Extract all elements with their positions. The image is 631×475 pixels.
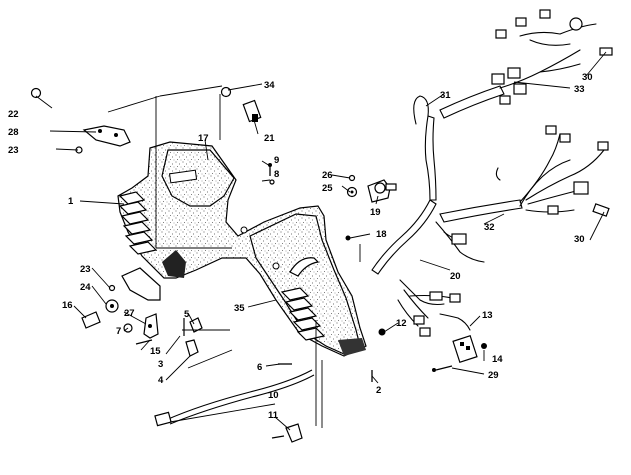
right-vent-louvers <box>280 287 326 341</box>
callout-6: 6 <box>257 362 262 373</box>
callout-30-upper: 30 <box>582 72 593 83</box>
callout-35: 35 <box>234 303 245 314</box>
callout-3: 3 <box>158 359 163 370</box>
callout-19: 19 <box>370 207 381 218</box>
callout-26: 26 <box>322 170 333 181</box>
callout-11: 11 <box>268 410 279 421</box>
left-vent-louvers <box>118 191 158 255</box>
callout-30-lower: 30 <box>574 234 585 245</box>
lower-cable <box>154 235 386 443</box>
callout-5: 5 <box>184 309 190 320</box>
callout-16: 16 <box>62 300 73 311</box>
screw-8-9 <box>268 163 275 185</box>
callout-20: 20 <box>450 271 461 282</box>
callout-33: 33 <box>574 84 585 95</box>
reference-lines <box>107 85 361 428</box>
callout-25: 25 <box>322 183 333 194</box>
callout-4: 4 <box>158 375 164 386</box>
callout-13: 13 <box>482 310 493 321</box>
console-housing <box>117 141 367 357</box>
callout-23-lower: 23 <box>80 264 91 275</box>
lower-left-parts <box>81 267 161 345</box>
callout-32: 32 <box>484 222 495 233</box>
callout-labels: 1 2 3 4 5 6 7 8 9 10 11 12 13 14 15 16 1… <box>8 72 593 421</box>
callout-15: 15 <box>150 346 161 357</box>
callout-27: 27 <box>124 308 135 319</box>
callout-21: 21 <box>264 133 275 144</box>
callout-leaders <box>35 51 607 431</box>
callout-10: 10 <box>268 390 279 401</box>
wiring-harness <box>371 9 613 372</box>
key-switch-19 <box>346 174 397 203</box>
callout-24: 24 <box>80 282 91 293</box>
callout-31: 31 <box>440 90 451 101</box>
callout-17: 17 <box>198 133 209 144</box>
callout-18: 18 <box>376 229 387 240</box>
hardware-3-4-5 <box>183 317 203 357</box>
callout-12: 12 <box>396 318 407 329</box>
callout-9: 9 <box>274 155 279 166</box>
callout-29: 29 <box>488 370 499 381</box>
callout-34: 34 <box>264 80 275 91</box>
callout-2: 2 <box>376 385 381 396</box>
callout-8: 8 <box>274 169 279 180</box>
switch-21 <box>220 86 262 123</box>
callout-14: 14 <box>492 354 503 365</box>
callout-22: 22 <box>8 109 19 120</box>
callout-7: 7 <box>116 326 121 337</box>
upper-bracket <box>30 87 131 154</box>
callout-23-upper: 23 <box>8 145 19 156</box>
callout-1: 1 <box>68 196 74 207</box>
callout-28: 28 <box>8 127 19 138</box>
